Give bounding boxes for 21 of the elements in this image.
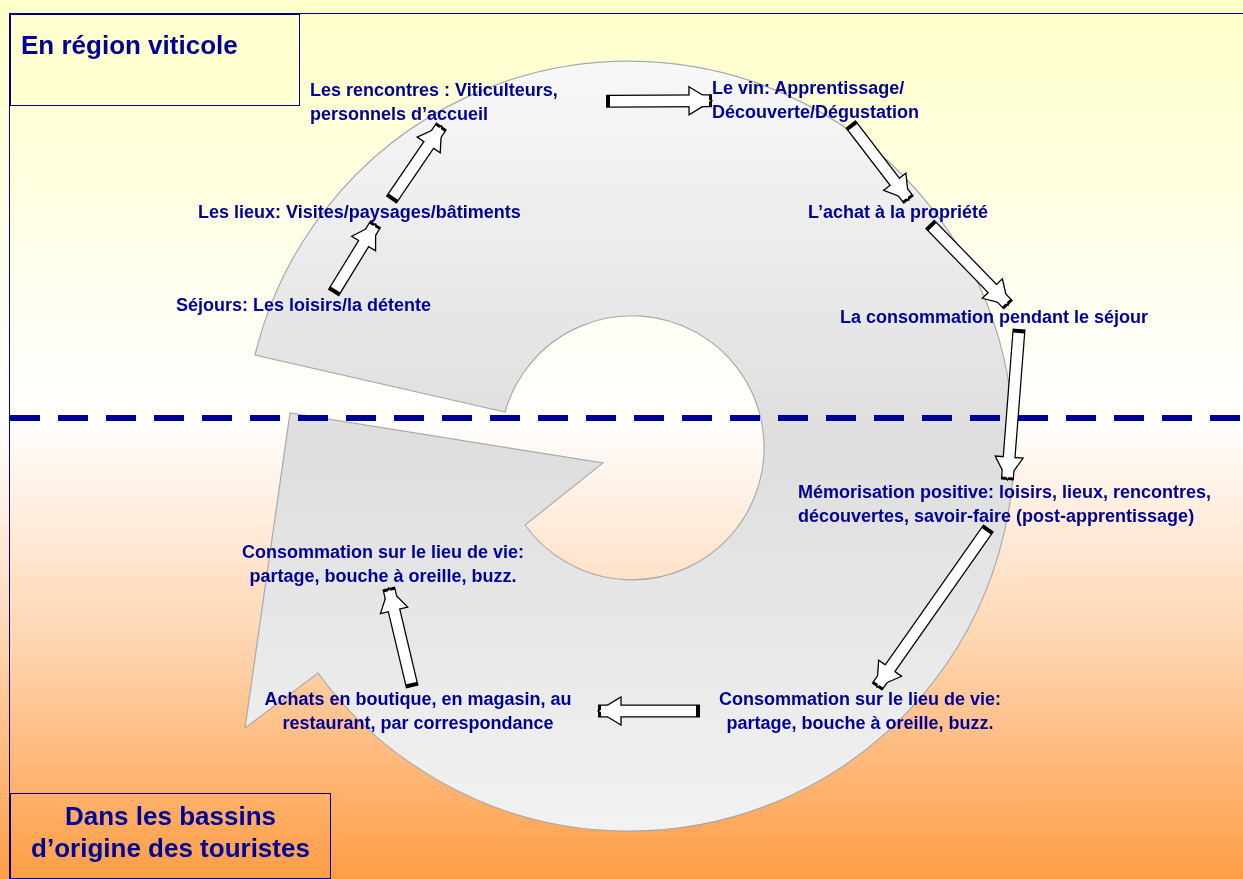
block-arrow xyxy=(845,120,914,204)
step-label: Les lieux: Visites/paysages/bâtiments xyxy=(198,200,568,224)
region-label-box: Dans les bassins d’origine des touristes xyxy=(10,793,331,879)
block-arrow xyxy=(925,219,1013,310)
block-arrow xyxy=(871,524,994,691)
step-label: La consommation pendant le séjour xyxy=(840,305,1200,329)
step-label: Achats en boutique, en magasin, au restaurant, par correspondance xyxy=(238,687,598,735)
block-arrow xyxy=(994,328,1026,481)
step-label: Mémorisation positive: loisirs, lieux, rencontres, découvertes, savoir-faire (post-apprentissage) xyxy=(798,480,1213,528)
step-label: L’achat à la propriété xyxy=(808,200,1028,224)
step-label: Le vin: Apprentissage/ Découverte/Dégustation xyxy=(712,76,952,124)
step-label: Consommation sur le lieu de vie: partage, bouche à oreille, buzz. xyxy=(222,540,544,588)
block-arrow xyxy=(597,696,700,726)
step-label: Séjours: Les loisirs/la détente xyxy=(176,293,476,317)
step-label: Consommation sur le lieu de vie: partage, bouche à oreille, buzz. xyxy=(700,687,1020,735)
region-label-box: En région viticole xyxy=(10,14,300,106)
step-label: Les rencontres : Viticulteurs, personnels d’accueil xyxy=(310,78,606,126)
block-arrow xyxy=(605,86,713,116)
block-arrow xyxy=(379,586,419,689)
block-arrow xyxy=(385,122,447,204)
block-arrow xyxy=(327,220,382,297)
